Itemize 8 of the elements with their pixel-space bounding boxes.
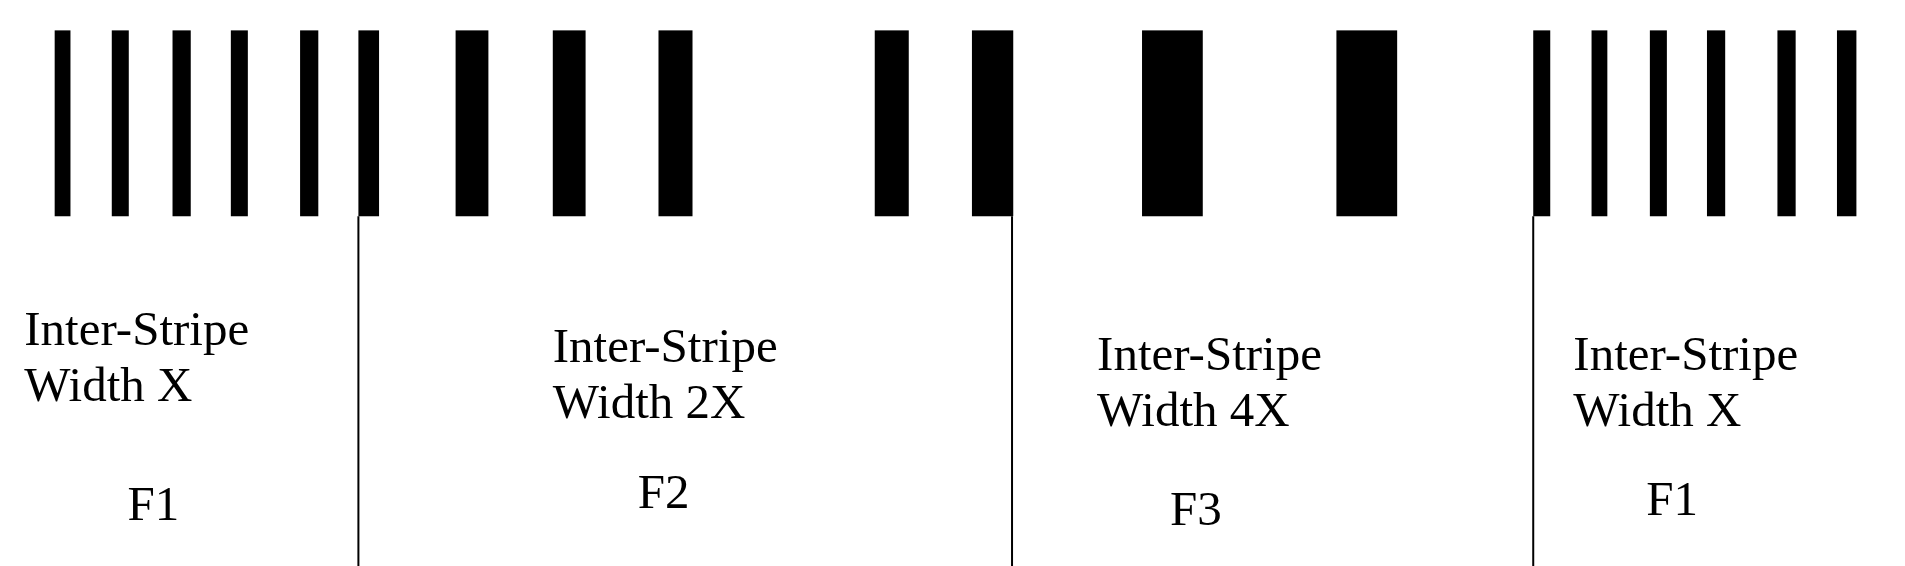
zone-label: Inter-Stripe Width X — [1573, 325, 1800, 438]
zone-code: F2 — [637, 464, 690, 521]
zone-code: F3 — [1169, 481, 1222, 538]
zone-label: Inter-Stripe Width X — [24, 301, 251, 414]
zone-code: F1 — [1646, 471, 1698, 528]
zone-code: F1 — [127, 476, 180, 533]
zone-label: Inter-Stripe Width 2X — [552, 318, 779, 431]
zone-label: Inter-Stripe Width 4X — [1097, 325, 1323, 438]
